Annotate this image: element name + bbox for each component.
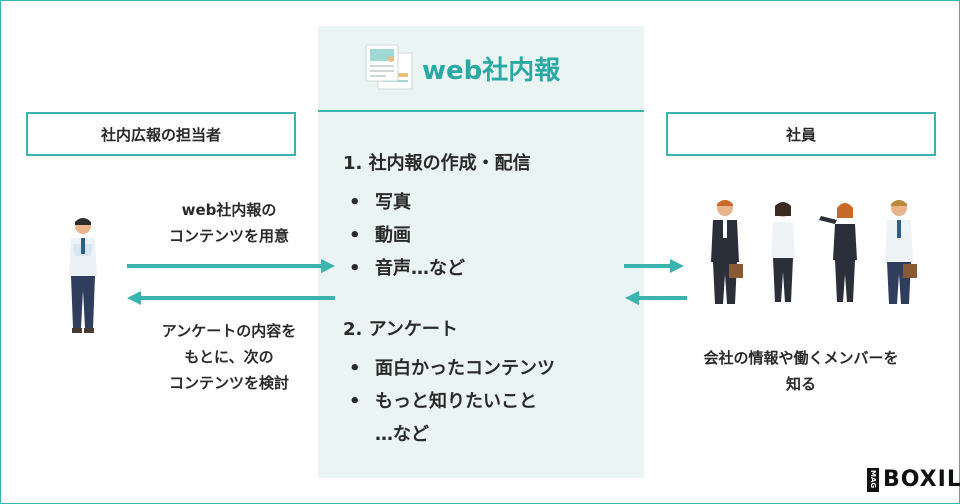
person-icon <box>69 218 97 333</box>
list-item: •もっと知りたいこと <box>343 385 555 418</box>
survey-list: 2. アンケート •面白かったコンテンツ •もっと知りたいこと …など <box>343 313 555 451</box>
panel-header: web社内報 <box>318 26 644 112</box>
mag-badge: MAG <box>867 467 879 492</box>
bullet: • <box>349 192 361 213</box>
group-icon <box>711 200 917 304</box>
bullet: • <box>349 225 361 246</box>
bullet: • <box>349 258 361 279</box>
bullet: • <box>349 391 361 412</box>
web-newsletter-panel: web社内報 1. 社内報の作成・配信 •写真 •動画 •音声…など 2. アン… <box>318 26 644 478</box>
document-icon <box>365 44 413 90</box>
review-survey-caption: アンケートの内容を もとに、次の コンテンツを検討 <box>161 322 297 392</box>
pr-staff-label: 社内広報の担当者 <box>26 112 296 156</box>
bullet: • <box>349 358 361 379</box>
boxil-logo: MAG BOXIL <box>867 467 960 492</box>
arrow-left-icon <box>625 291 687 305</box>
list-item: •音声…など <box>343 252 531 285</box>
employees-label: 社員 <box>666 112 936 156</box>
logo-text: BOXIL <box>883 467 960 492</box>
list-item: •動画 <box>343 219 531 252</box>
panel-title: web社内報 <box>422 56 561 86</box>
creation-list-heading: 1. 社内報の作成・配信 <box>343 153 531 174</box>
employees-caption: 会社の情報や働くメンバーを 知る <box>703 349 899 393</box>
prepare-content-caption: web社内報の コンテンツを用意 <box>168 201 289 245</box>
list-item: •面白かったコンテンツ <box>343 352 555 385</box>
list-item-tail: …など <box>375 424 429 445</box>
arrow-right-icon <box>624 259 684 273</box>
survey-list-heading: 2. アンケート <box>343 319 458 340</box>
arrow-right-icon <box>127 259 335 273</box>
arrow-left-icon <box>127 291 335 305</box>
list-item: •写真 <box>343 186 531 219</box>
creation-list: 1. 社内報の作成・配信 •写真 •動画 •音声…など <box>343 147 531 285</box>
